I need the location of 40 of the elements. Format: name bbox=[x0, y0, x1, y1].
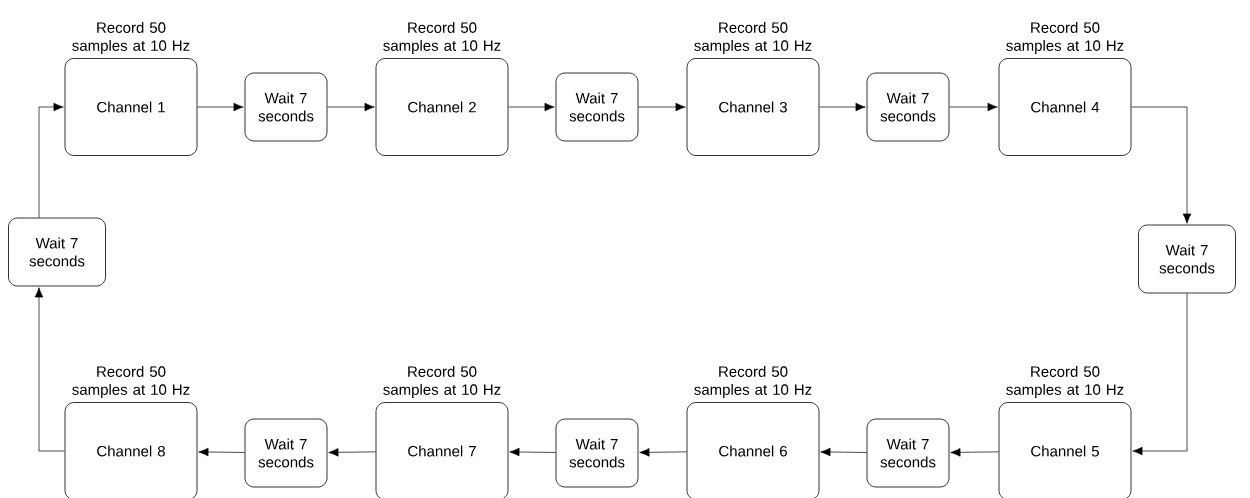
wait-box: Wait 7 seconds bbox=[8, 217, 106, 287]
caption-text: Record 50 samples at 10 Hz bbox=[1006, 365, 1124, 398]
arrow bbox=[949, 102, 998, 112]
arrow bbox=[820, 447, 867, 457]
caption-text: Record 50 samples at 10 Hz bbox=[694, 365, 812, 398]
arrow bbox=[509, 447, 556, 457]
caption-text: Record 50 samples at 10 Hz bbox=[383, 21, 501, 54]
wait-box: Wait 7 seconds bbox=[555, 418, 639, 488]
caption-text: Record 50 samples at 10 Hz bbox=[72, 21, 190, 54]
arrow bbox=[1131, 106, 1192, 224]
wait-box: Wait 7 seconds bbox=[244, 418, 328, 488]
arrow bbox=[508, 102, 555, 112]
arrow bbox=[198, 447, 245, 457]
wait-box: Wait 7 seconds bbox=[866, 418, 950, 488]
channel-box: Channel 4 bbox=[998, 58, 1132, 156]
channel-box: Channel 1 bbox=[64, 58, 198, 156]
channel-box: Channel 8 bbox=[64, 402, 198, 498]
arrow bbox=[639, 448, 687, 457]
arrow bbox=[819, 102, 866, 112]
channel-box: Channel 2 bbox=[375, 58, 509, 156]
arrow bbox=[197, 102, 244, 112]
arrow bbox=[328, 448, 376, 457]
wait-box: Wait 7 seconds bbox=[866, 72, 950, 142]
wait-box: Wait 7 seconds bbox=[244, 72, 328, 142]
wait-box: Wait 7 seconds bbox=[1138, 224, 1236, 294]
caption-text: Record 50 samples at 10 Hz bbox=[1006, 21, 1124, 54]
arrow bbox=[34, 287, 65, 452]
arrow bbox=[950, 448, 999, 457]
channel-box: Channel 5 bbox=[998, 402, 1132, 498]
channel-box: Channel 3 bbox=[686, 58, 820, 156]
caption-text: Record 50 samples at 10 Hz bbox=[694, 21, 812, 54]
caption-text: Record 50 samples at 10 Hz bbox=[383, 365, 501, 398]
wait-box: Wait 7 seconds bbox=[555, 72, 639, 142]
arrow bbox=[327, 102, 375, 112]
arrow bbox=[38, 102, 64, 218]
arrow bbox=[638, 102, 686, 112]
channel-box: Channel 6 bbox=[686, 402, 820, 498]
arrow bbox=[1132, 293, 1188, 456]
channel-box: Channel 7 bbox=[375, 402, 509, 498]
caption-text: Record 50 samples at 10 Hz bbox=[72, 365, 190, 398]
